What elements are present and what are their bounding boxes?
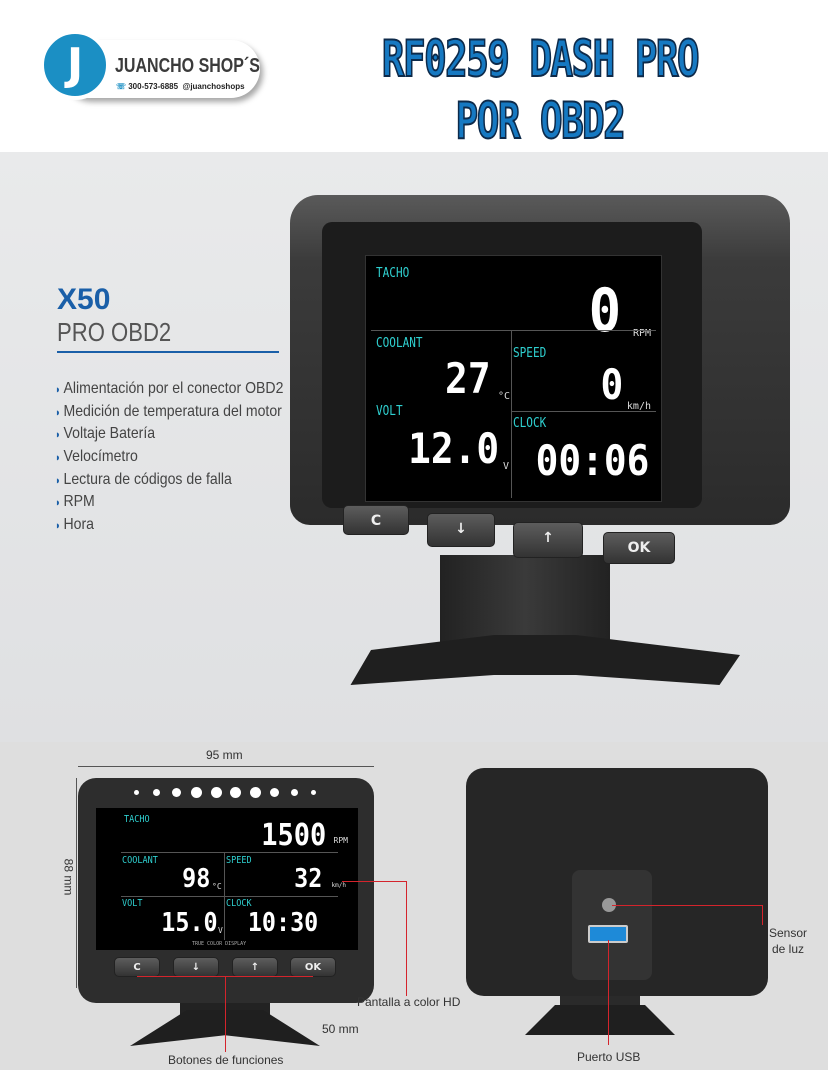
up-button[interactable]: ↑ bbox=[513, 522, 583, 558]
divider bbox=[57, 351, 279, 353]
bullet-icon: ◗ bbox=[55, 406, 61, 419]
divider bbox=[121, 896, 338, 897]
divider bbox=[511, 411, 656, 412]
height-line bbox=[76, 778, 77, 988]
shift-light bbox=[153, 789, 160, 796]
speed-unit: km/h bbox=[626, 401, 651, 412]
speed-value: 32 bbox=[293, 864, 322, 894]
buttons-callout-label: Botones de funciones bbox=[168, 1053, 284, 1067]
shift-light bbox=[211, 787, 222, 798]
volt-label: VOLT bbox=[122, 898, 143, 909]
feature-item: ◗Hora bbox=[55, 516, 95, 534]
feature-list: ◗Alimentación por el conector OBD2 ◗Medi… bbox=[55, 380, 315, 539]
width-dimension: 95 mm bbox=[206, 748, 243, 762]
bullet-icon: ◗ bbox=[55, 474, 61, 487]
volt-value: 12.0 bbox=[407, 424, 499, 473]
feature-item: ◗Voltaje Batería bbox=[55, 425, 156, 443]
ok-button[interactable]: OK bbox=[290, 957, 336, 977]
shift-light bbox=[270, 788, 279, 797]
coolant-value: 98 bbox=[181, 864, 210, 894]
clock-label: CLOCK bbox=[513, 416, 547, 431]
back-base bbox=[525, 1005, 675, 1035]
volt-unit: V bbox=[218, 926, 223, 935]
tacho-label: TACHO bbox=[124, 814, 150, 825]
bullet-icon: ◗ bbox=[55, 452, 61, 465]
clock-value: 00:06 bbox=[535, 436, 649, 485]
light-sensor-callout-label: Sensor de luz bbox=[768, 926, 808, 956]
shift-light bbox=[191, 787, 202, 798]
speed-value: 0 bbox=[600, 360, 623, 409]
callout-line bbox=[342, 881, 406, 882]
shift-light bbox=[291, 789, 298, 796]
logo-initial: J bbox=[40, 30, 110, 100]
tacho-value: 0 bbox=[588, 276, 621, 346]
c-button[interactable]: C bbox=[114, 957, 160, 977]
volt-unit: V bbox=[503, 461, 510, 472]
callout-line bbox=[608, 940, 609, 1045]
display-footer: TRUE COLOR DISPLAY bbox=[192, 941, 247, 947]
width-line bbox=[78, 766, 374, 767]
height-dimension: 88 mm bbox=[61, 858, 76, 896]
shift-light bbox=[250, 787, 261, 798]
whatsapp-icon: ☏ bbox=[116, 82, 129, 91]
divider bbox=[511, 330, 512, 498]
volt-label: VOLT bbox=[376, 404, 403, 419]
coolant-label: COOLANT bbox=[122, 855, 158, 866]
down-button[interactable]: ↓ bbox=[173, 957, 219, 977]
shift-light bbox=[134, 790, 139, 795]
coolant-unit: °C bbox=[212, 882, 222, 891]
shift-light bbox=[311, 790, 316, 795]
phone: 300-573-6885 bbox=[128, 82, 179, 91]
screen-callout-label: Pantalla a color HD bbox=[357, 995, 461, 1009]
feature-item: ◗Lectura de códigos de falla bbox=[55, 470, 232, 488]
tacho-value: 1500 bbox=[260, 818, 326, 853]
front-view-screen: TACHO 1500 RPM COOLANT 98 °C SPEED 32 km… bbox=[96, 808, 358, 950]
coolant-value: 27 bbox=[445, 354, 491, 403]
speed-label: SPEED bbox=[513, 346, 547, 361]
callout-line bbox=[612, 905, 762, 906]
feature-item: ◗Alimentación por el conector OBD2 bbox=[55, 380, 284, 397]
coolant-unit: °C bbox=[498, 391, 511, 402]
clock-value: 10:30 bbox=[247, 908, 318, 938]
feature-item: ◗Velocímetro bbox=[55, 448, 138, 466]
shift-light bbox=[172, 788, 181, 797]
tacho-label: TACHO bbox=[376, 266, 410, 281]
bullet-icon: ◗ bbox=[55, 384, 61, 396]
page-title: RF0259 DASH PRO POR OBD2 bbox=[381, 29, 700, 151]
brand-contact: ☏ 300-573-6885 @juanchoshops bbox=[116, 82, 245, 91]
speed-label: SPEED bbox=[226, 855, 252, 866]
c-button[interactable]: C bbox=[343, 505, 409, 535]
brand-name: JUANCHO SHOP´S bbox=[115, 55, 260, 77]
social-handle: @juanchoshops bbox=[182, 82, 245, 91]
bullet-icon: ◗ bbox=[55, 429, 61, 442]
callout-line bbox=[225, 976, 226, 1052]
feature-item: ◗RPM bbox=[55, 493, 95, 511]
depth-dimension: 50 mm bbox=[322, 1022, 359, 1036]
down-button[interactable]: ↓ bbox=[427, 513, 495, 547]
divider bbox=[121, 852, 338, 853]
model-name: X50 bbox=[57, 283, 111, 316]
device-screen: TACHO 0 RPM COOLANT 27 °C SPEED 0 km/h V… bbox=[365, 255, 662, 502]
ok-button[interactable]: OK bbox=[603, 532, 675, 564]
model-subtitle: PRO OBD2 bbox=[57, 317, 172, 347]
clock-label: CLOCK bbox=[226, 898, 252, 909]
feature-item: ◗Medición de temperatura del motor bbox=[55, 402, 282, 420]
tacho-unit: RPM bbox=[632, 328, 651, 339]
usb-callout-label: Puerto USB bbox=[577, 1050, 641, 1064]
callout-line bbox=[762, 905, 763, 925]
shift-light bbox=[230, 787, 241, 798]
callout-line bbox=[406, 881, 407, 996]
coolant-label: COOLANT bbox=[376, 336, 423, 351]
light-sensor bbox=[602, 898, 616, 912]
up-button[interactable]: ↑ bbox=[232, 957, 278, 977]
divider bbox=[371, 330, 656, 331]
speed-unit: km/h bbox=[331, 882, 346, 889]
bullet-icon: ◗ bbox=[55, 520, 61, 533]
volt-value: 15.0 bbox=[161, 908, 218, 938]
bullet-icon: ◗ bbox=[55, 497, 61, 510]
tacho-unit: RPM bbox=[333, 836, 348, 845]
